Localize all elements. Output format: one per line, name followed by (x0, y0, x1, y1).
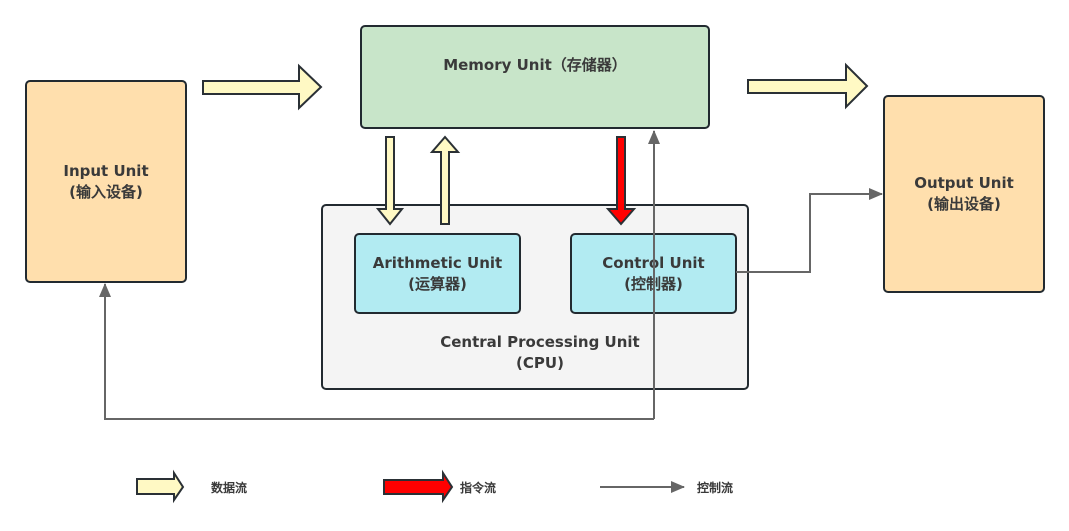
arithmetic-unit-title: Arithmetic Unit (372, 253, 503, 272)
memory-unit-title: Memory Unit（存储器） (443, 56, 627, 74)
input-unit-box: Input Unit (输入设备) (25, 80, 187, 283)
output-unit-box: Output Unit (输出设备) (883, 95, 1045, 293)
output-unit-subtitle: (输出设备) (927, 195, 1001, 213)
control-unit-title: Control Unit (602, 253, 705, 272)
legend-control-flow-label: 控制流 (697, 481, 734, 495)
control-unit-subtitle: (控制器) (624, 274, 683, 293)
memory-unit-box: Memory Unit（存储器） (360, 25, 710, 129)
cpu-subtitle: (CPU) (516, 354, 564, 372)
input-unit-subtitle: (输入设备) (69, 182, 143, 201)
arithmetic-unit-subtitle: (运算器) (408, 274, 467, 293)
legend-data-flow-label: 数据流 (211, 481, 248, 495)
arithmetic-unit-box: Arithmetic Unit (运算器) (354, 233, 521, 314)
cpu-title: Central Processing Unit (440, 333, 640, 351)
control-unit-box: Control Unit (控制器) (570, 233, 737, 314)
legend-instruction-flow-label: 指令流 (460, 481, 497, 495)
input-unit-title: Input Unit (63, 161, 149, 180)
output-unit-title: Output Unit (914, 174, 1014, 192)
